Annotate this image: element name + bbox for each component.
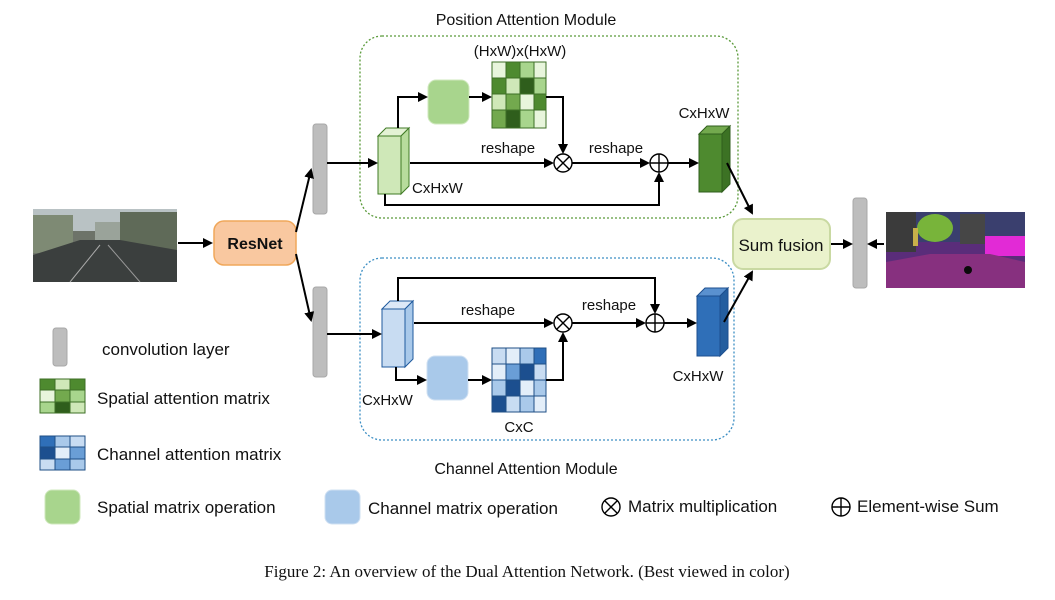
spatial-matrix-dim-label: (HxW)x(HxW) xyxy=(474,43,566,60)
legend-spatial-matrix-label: Spatial attention matrix xyxy=(97,389,270,408)
legend-sum-label: Element-wise Sum xyxy=(857,497,999,516)
channel-op-box xyxy=(426,355,469,401)
position-module-title: Position Attention Module xyxy=(436,12,617,29)
channel-attention-matrix xyxy=(491,347,547,413)
position-reshape-label-1: reshape xyxy=(481,140,535,157)
legend-spatial-op-label: Spatial matrix operation xyxy=(97,498,276,517)
legend-spatial-matrix-swatch xyxy=(39,378,86,414)
channel-output-feature xyxy=(695,286,730,358)
position-reshape-label-2: reshape xyxy=(589,140,643,157)
position-output-feature xyxy=(697,124,732,194)
resnet-box xyxy=(213,220,297,266)
position-module-box xyxy=(359,35,739,219)
legend-channel-op-swatch xyxy=(324,489,361,525)
resnet-label: ResNet xyxy=(227,236,283,253)
channel-module-title: Channel Attention Module xyxy=(434,461,617,478)
position-input-feature xyxy=(376,126,411,196)
spatial-attention-matrix xyxy=(491,61,547,129)
channel-module-box xyxy=(359,257,735,441)
conv-layer-final xyxy=(852,197,868,289)
channel-reshape-label-2: reshape xyxy=(582,297,636,314)
channel-input-dim-label: CxHxW xyxy=(362,392,414,409)
legend-multiply-label: Matrix multiplication xyxy=(628,497,777,516)
position-input-dim-label: CxHxW xyxy=(412,180,464,197)
conv-layer-bottom xyxy=(312,286,328,378)
channel-sum-symbol xyxy=(645,313,665,333)
position-arrows xyxy=(384,92,699,206)
legend-multiply-icon xyxy=(601,497,621,517)
channel-output-dim-label: CxHxW xyxy=(673,368,725,385)
sum-fusion-box xyxy=(732,218,831,270)
input-street-image xyxy=(33,209,177,283)
legend-sum-icon xyxy=(831,497,851,517)
channel-input-feature xyxy=(380,299,415,369)
legend-channel-matrix-swatch xyxy=(39,435,86,471)
position-output-dim-label: CxHxW xyxy=(679,105,731,122)
position-multiply-symbol xyxy=(553,153,573,173)
legend-conv-label: convolution layer xyxy=(102,340,230,359)
figure-caption: Figure 2: An overview of the Dual Attent… xyxy=(264,562,789,581)
spatial-op-box xyxy=(427,79,470,125)
sum-fusion-label: Sum fusion xyxy=(738,236,823,255)
legend-channel-matrix-label: Channel attention matrix xyxy=(97,445,282,464)
main-flow-arrows xyxy=(178,158,884,339)
position-sum-symbol xyxy=(649,153,669,173)
legend-channel-op-label: Channel matrix operation xyxy=(368,499,558,518)
legend-conv-swatch xyxy=(52,327,68,367)
conv-layer-top xyxy=(312,123,328,215)
channel-reshape-label-1: reshape xyxy=(461,302,515,319)
legend-spatial-op-swatch xyxy=(44,489,81,525)
channel-arrows xyxy=(395,277,697,385)
channel-matrix-dim-label: CxC xyxy=(504,419,533,436)
output-segmentation-image xyxy=(886,212,1025,288)
channel-multiply-symbol xyxy=(553,313,573,333)
